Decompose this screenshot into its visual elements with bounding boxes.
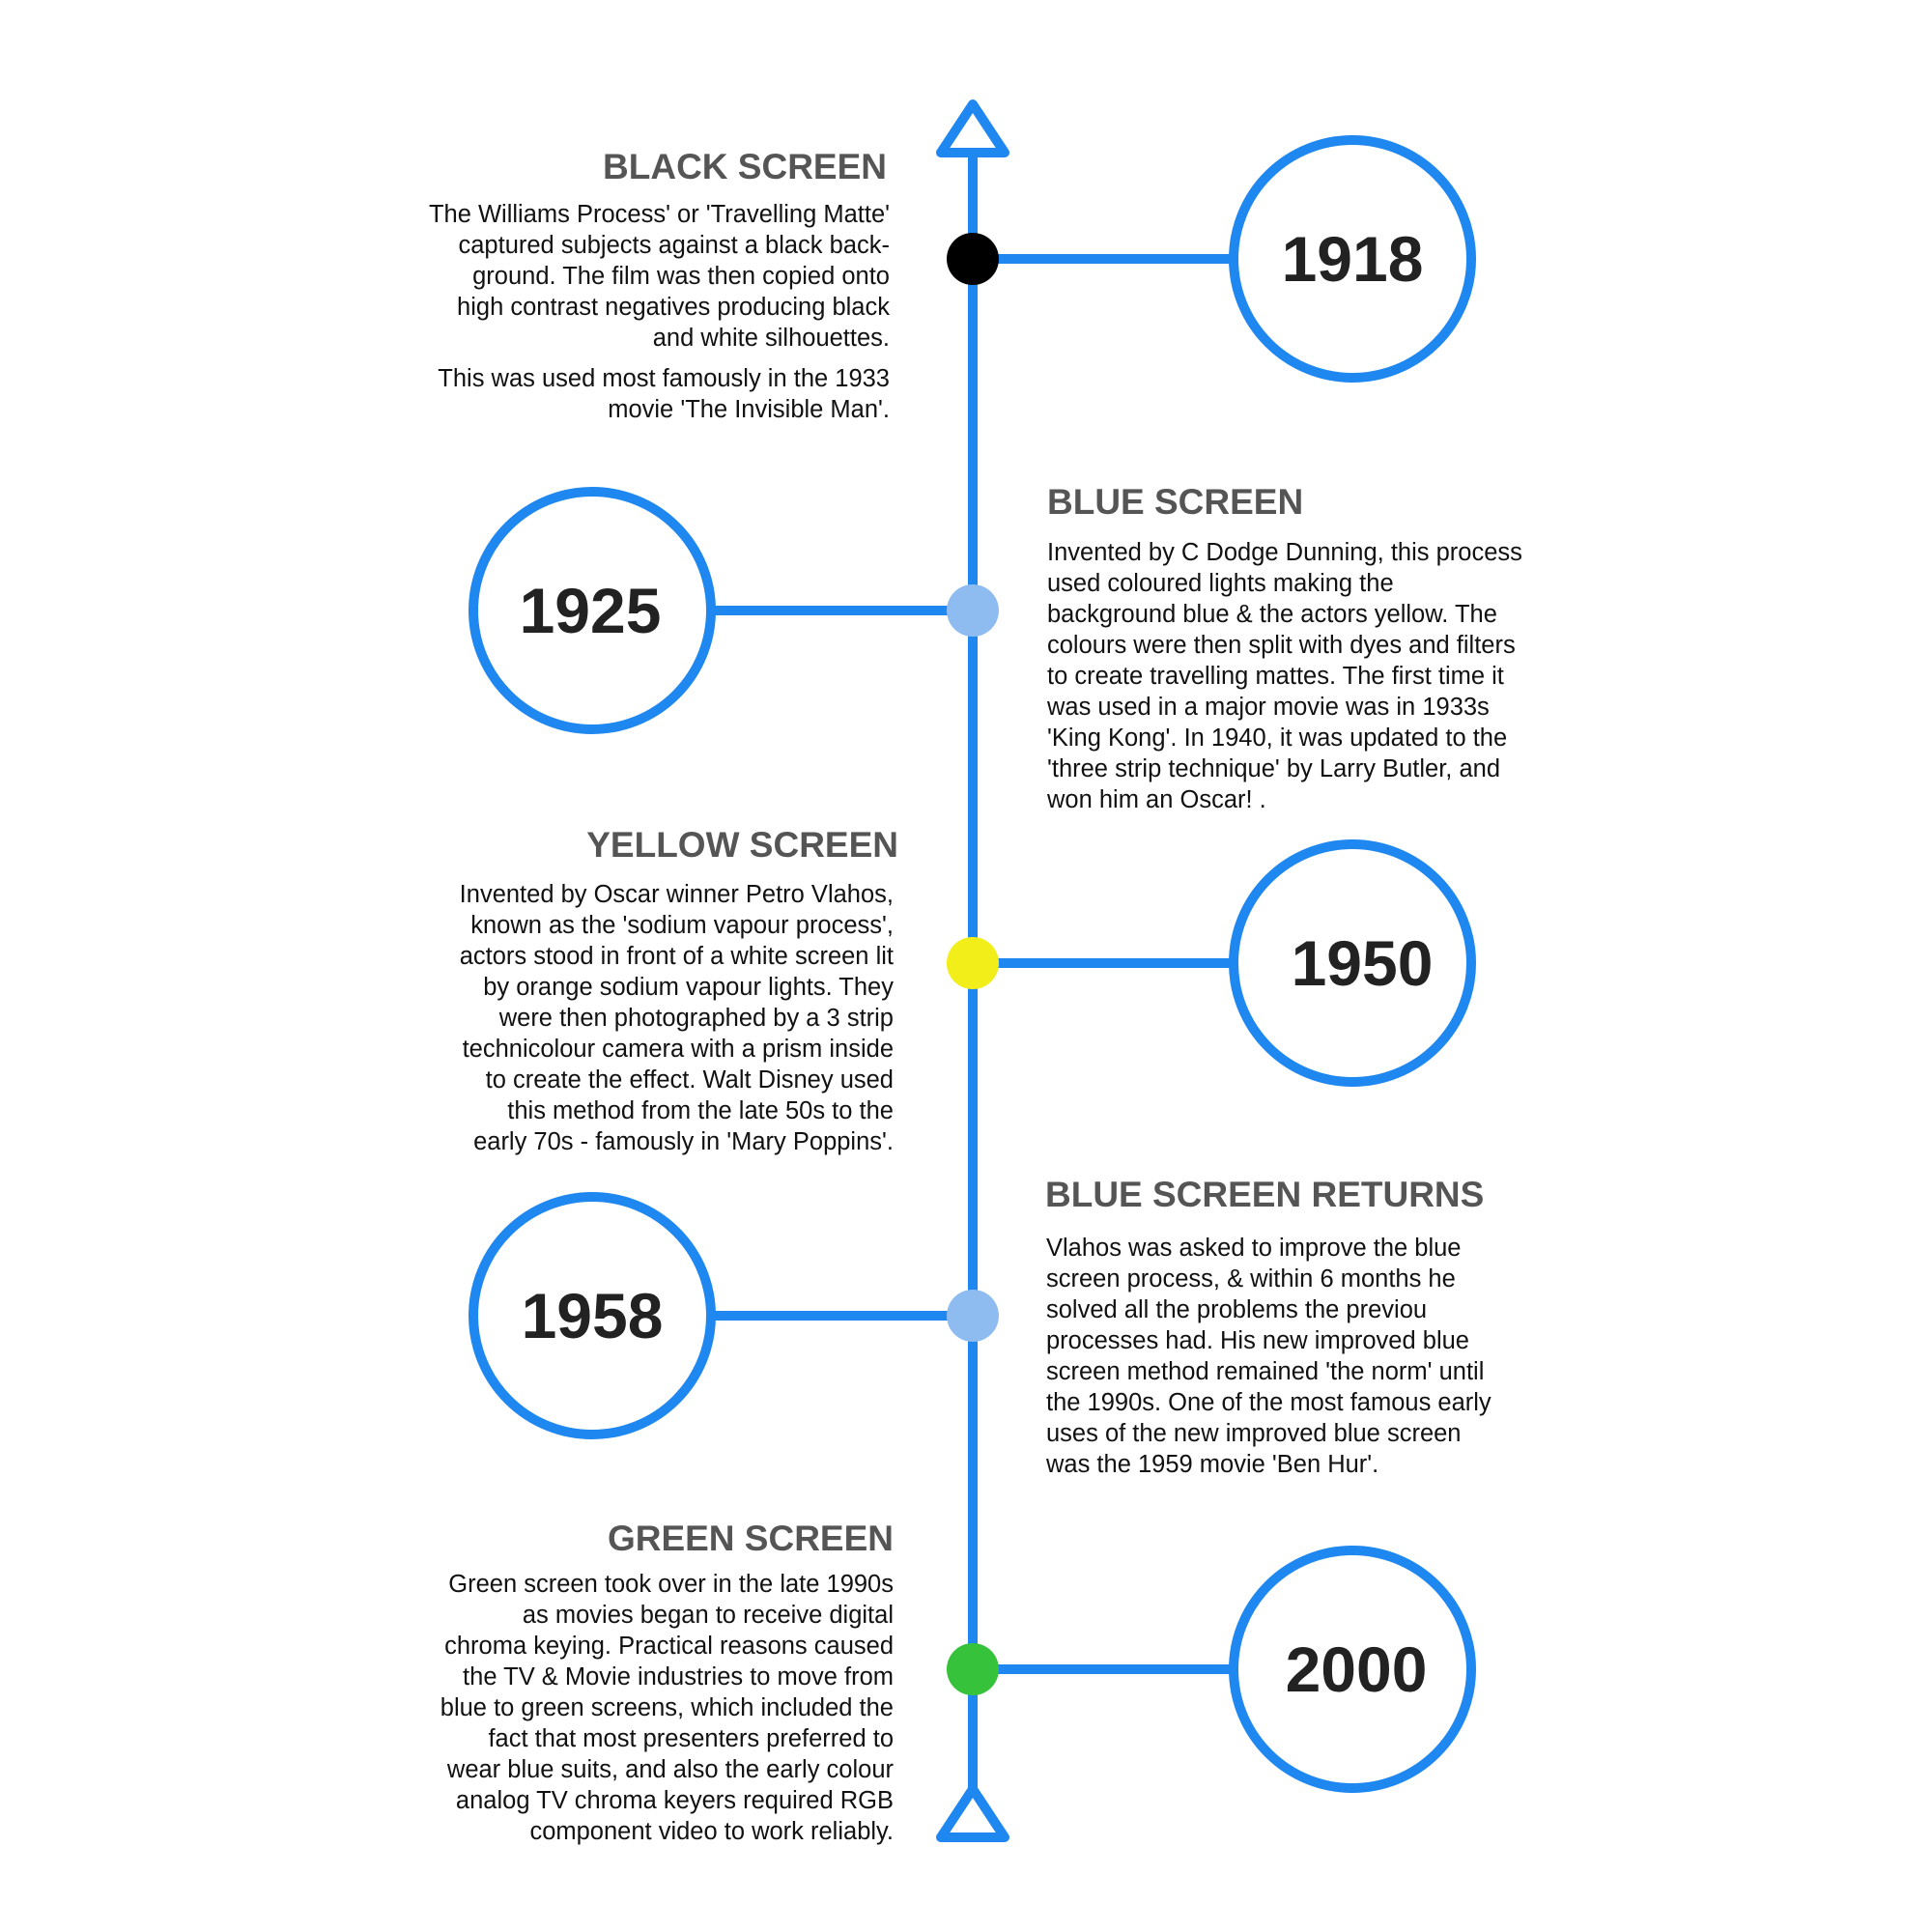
event-description-green-screen: Green screen took over in the late 1990s… (333, 1569, 894, 1847)
event-year-circle (1229, 839, 1476, 1087)
event-year-label: 2000 (1286, 1634, 1428, 1705)
event-description-blue-screen-returns: Vlahos was asked to improve the blue scr… (1046, 1233, 1587, 1480)
event-title-black-screen: BLACK SCREEN (603, 147, 887, 186)
event-title-green-screen: GREEN SCREEN (607, 1519, 894, 1558)
event-1925-graphic: 1925 (469, 487, 999, 734)
event-paragraph: Invented by C Dodge Dunning, this proces… (1047, 539, 1522, 813)
event-node (947, 233, 999, 285)
event-node (947, 584, 999, 637)
event-node (947, 1643, 999, 1695)
event-year-label: 1918 (1282, 223, 1424, 295)
event-year-circle (1229, 1546, 1476, 1793)
event-description-blue-screen: Invented by C Dodge Dunning, this proces… (1047, 537, 1588, 815)
event-paragraph: The Williams Process' or 'Travelling Mat… (428, 201, 890, 352)
event-2000-graphic: 2000 (947, 1546, 1476, 1793)
event-title-yellow-screen: YELLOW SCREEN (586, 825, 898, 865)
event-1950-graphic: 1950 (947, 839, 1476, 1087)
event-year-label: 1925 (520, 575, 662, 646)
event-year-label: 1958 (522, 1280, 664, 1351)
event-1918-graphic: 1918 (947, 135, 1476, 383)
event-description-yellow-screen: Invented by Oscar winner Petro Vlahos, k… (353, 879, 894, 1157)
timeline-bottom-arrow-icon (936, 1784, 1009, 1842)
event-year-label: 1950 (1292, 927, 1434, 999)
event-year-circle (1229, 135, 1476, 383)
event-1958-graphic: 1958 (469, 1192, 999, 1439)
event-node (947, 1290, 999, 1342)
event-year-circle (469, 487, 716, 734)
event-node (947, 937, 999, 989)
event-paragraph: Green screen took over in the late 1990s… (440, 1571, 894, 1845)
event-year-circle (469, 1192, 716, 1439)
event-title-blue-screen-returns: BLUE SCREEN RETURNS (1045, 1175, 1485, 1214)
event-paragraph: This was used most famously in the 1933 … (438, 365, 890, 423)
event-title-blue-screen: BLUE SCREEN (1047, 482, 1304, 522)
event-paragraph: Vlahos was asked to improve the blue scr… (1046, 1235, 1492, 1478)
event-description-black-screen: The Williams Process' or 'Travelling Mat… (349, 199, 890, 425)
event-paragraph: Invented by Oscar winner Petro Vlahos, k… (459, 881, 894, 1155)
timeline-top-arrow-icon (936, 99, 1009, 157)
